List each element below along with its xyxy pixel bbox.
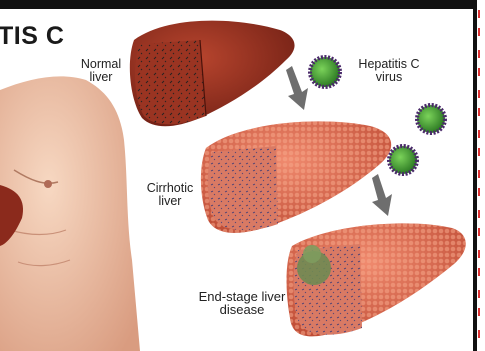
label-hepatitis-c-virus: Hepatitis C virus <box>346 58 432 84</box>
end-stage-liver-illustration <box>287 223 466 336</box>
label-normal-liver: Normal liver <box>72 58 130 84</box>
label-end-stage-liver-disease: End-stage liver disease <box>190 290 294 316</box>
top-border <box>0 0 485 9</box>
torso-illustration <box>0 76 140 351</box>
label-cirrhotic-liver: Cirrhotic liver <box>140 182 200 208</box>
normal-liver-illustration <box>130 21 295 127</box>
diagram-title: TIS C <box>0 22 64 51</box>
right-border <box>473 0 485 351</box>
cirrhotic-liver-illustration <box>201 121 391 232</box>
